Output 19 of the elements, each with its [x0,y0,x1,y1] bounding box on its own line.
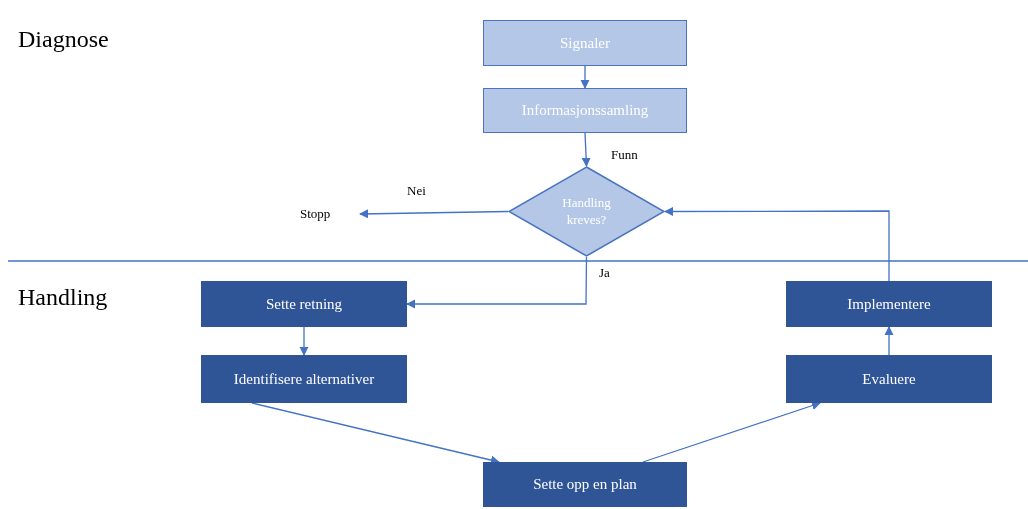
stop-text: Stopp [300,204,360,224]
section-label: Diagnose [18,26,109,53]
arrow [581,132,591,167]
arrow [406,256,588,309]
arrow [299,326,309,356]
arrow [580,65,590,89]
arrow [884,326,894,356]
arrow [359,209,509,219]
section-label: Handling [18,284,108,311]
arrow [664,206,890,282]
action-box: Evaluere [786,355,992,403]
action-box: Sette retning [201,281,407,327]
action-box: Identifisere alternativer [201,355,407,403]
process-box: Signaler [483,20,687,66]
arrow [642,401,821,463]
action-box: Implementere [786,281,992,327]
action-box: Sette opp en plan [483,462,687,507]
process-box: Informasjonssamling [483,88,687,133]
decision-diamond: Handling kreves? [508,166,665,257]
